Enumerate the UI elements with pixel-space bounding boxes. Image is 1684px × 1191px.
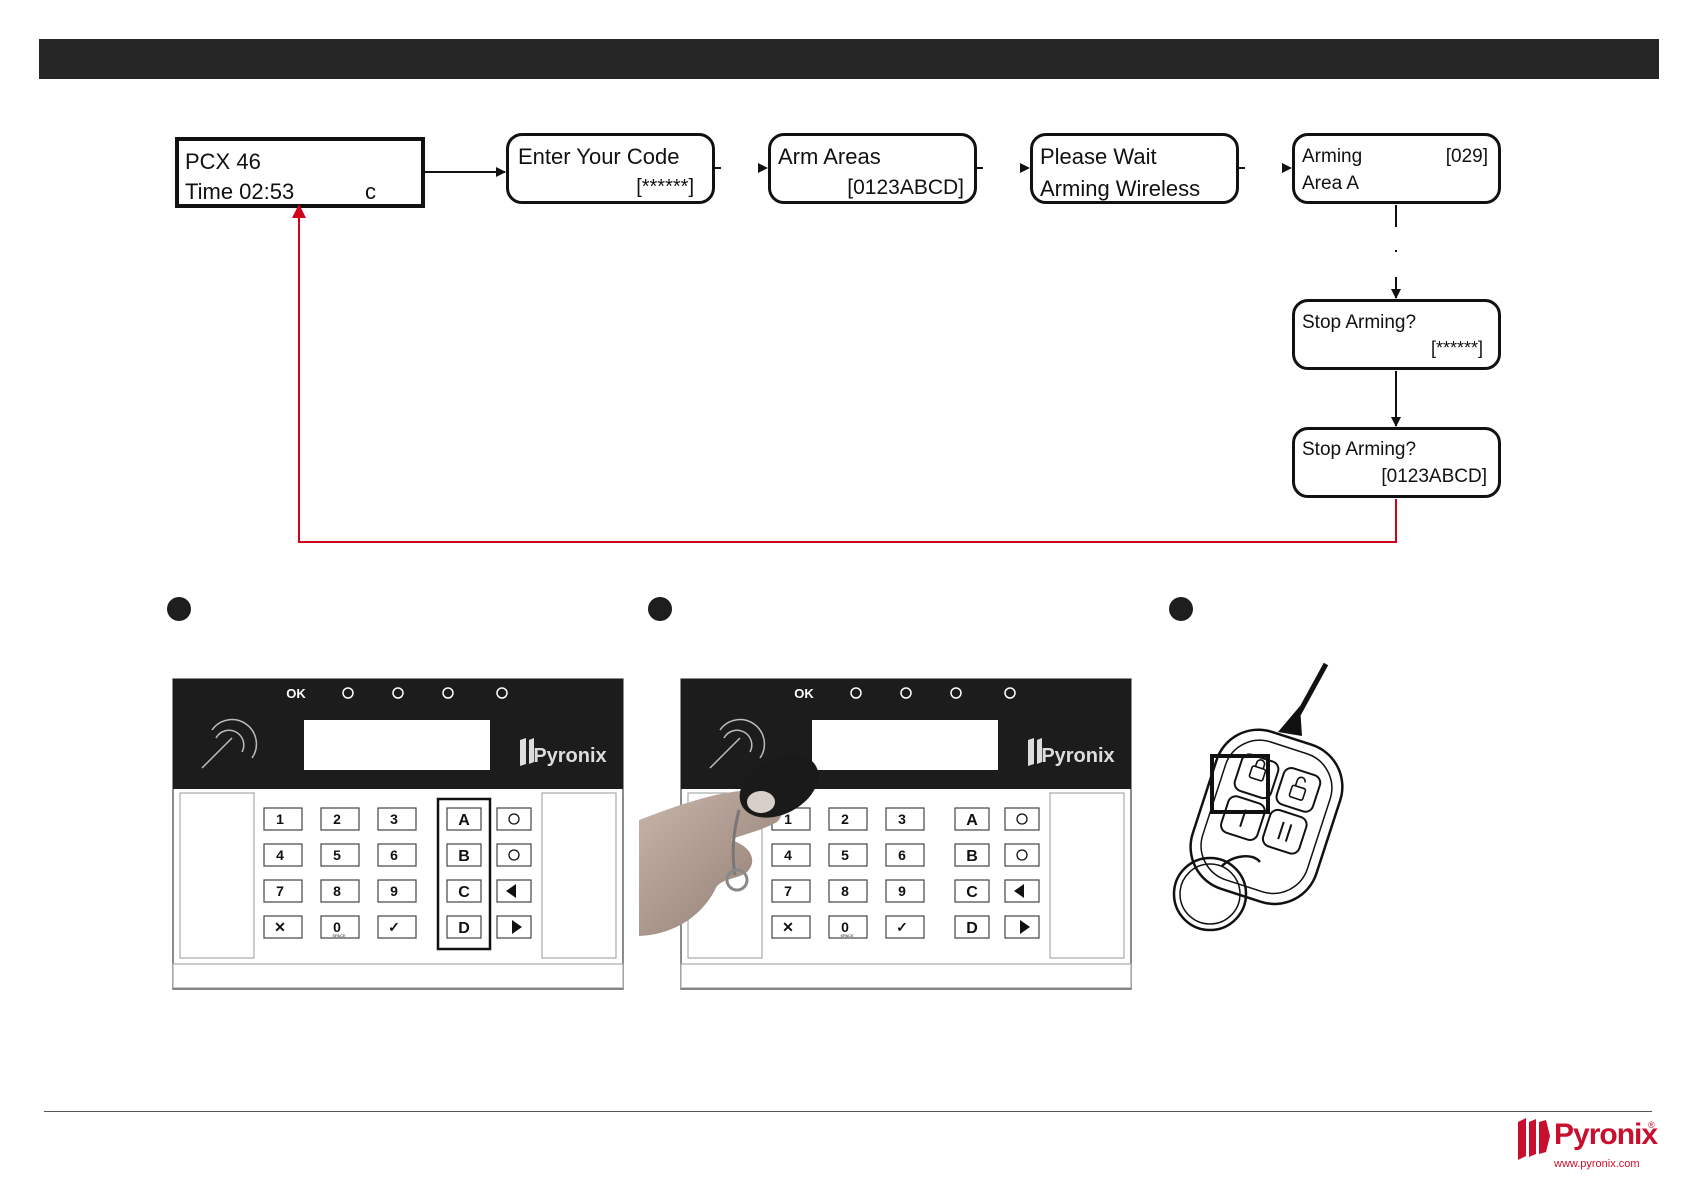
footer-brand-reg: ® [1648, 1120, 1655, 1130]
key-label: 3 [898, 811, 906, 827]
key-label: ✕ [274, 919, 286, 935]
keypad-brand-label: Pyronix [1041, 745, 1114, 767]
footer-brand-name: Pyronix [1554, 1118, 1657, 1152]
fire-icon [497, 844, 531, 866]
step-1-bullet [167, 597, 191, 621]
step-3-bullet [1169, 597, 1193, 621]
key-label: ✓ [388, 919, 400, 935]
key-label: 7 [276, 883, 284, 899]
police-icon [497, 808, 531, 830]
key-label: 9 [390, 883, 398, 899]
key-label: C [966, 884, 978, 901]
key-label: 8 [841, 883, 849, 899]
key-label: 2 [841, 811, 849, 827]
key-label: 9 [898, 883, 906, 899]
footer-logo: Pyronix ® www.pyronix.com [1516, 1116, 1656, 1172]
key-label: A [458, 812, 470, 829]
footer-rule [44, 1111, 1652, 1112]
key-label: 6 [390, 847, 398, 863]
hand-with-fob [639, 750, 819, 940]
keypad-display [812, 720, 998, 770]
key-fob [1152, 656, 1392, 956]
key-label: A [966, 812, 978, 829]
keypad-brand-label: Pyronix [533, 745, 606, 767]
key-label: 2 [333, 811, 341, 827]
return-arrow [299, 211, 1396, 542]
key-space-label: SPACE [332, 933, 346, 938]
footer-url: www.pyronix.com [1554, 1158, 1640, 1170]
key-label: 3 [390, 811, 398, 827]
pyronix-logo-mark [1516, 1116, 1552, 1160]
key-label: B [966, 848, 978, 865]
keypad-base [173, 964, 623, 988]
key-label: B [458, 848, 470, 865]
step-2-bullet [648, 597, 672, 621]
key-label: D [458, 920, 470, 937]
key-label: 8 [333, 883, 341, 899]
police-icon [1005, 808, 1039, 830]
key-label: C [458, 884, 470, 901]
key-label: ✓ [896, 919, 908, 935]
keypad-base [681, 964, 1131, 988]
key-space-label: SPACE [840, 933, 854, 938]
fire-icon [1005, 844, 1039, 866]
keypad-1: OKPyronix123456789✕0✓SPACEABCD [172, 678, 624, 990]
key-label: D [966, 920, 978, 937]
key-label: 5 [333, 847, 341, 863]
key-label: 6 [898, 847, 906, 863]
key-label: 1 [276, 811, 284, 827]
keypad-ok-label: OK [794, 686, 814, 701]
key-label: 4 [276, 847, 284, 863]
keypad-ok-label: OK [286, 686, 306, 701]
key-label: 5 [841, 847, 849, 863]
keypad-display [304, 720, 490, 770]
